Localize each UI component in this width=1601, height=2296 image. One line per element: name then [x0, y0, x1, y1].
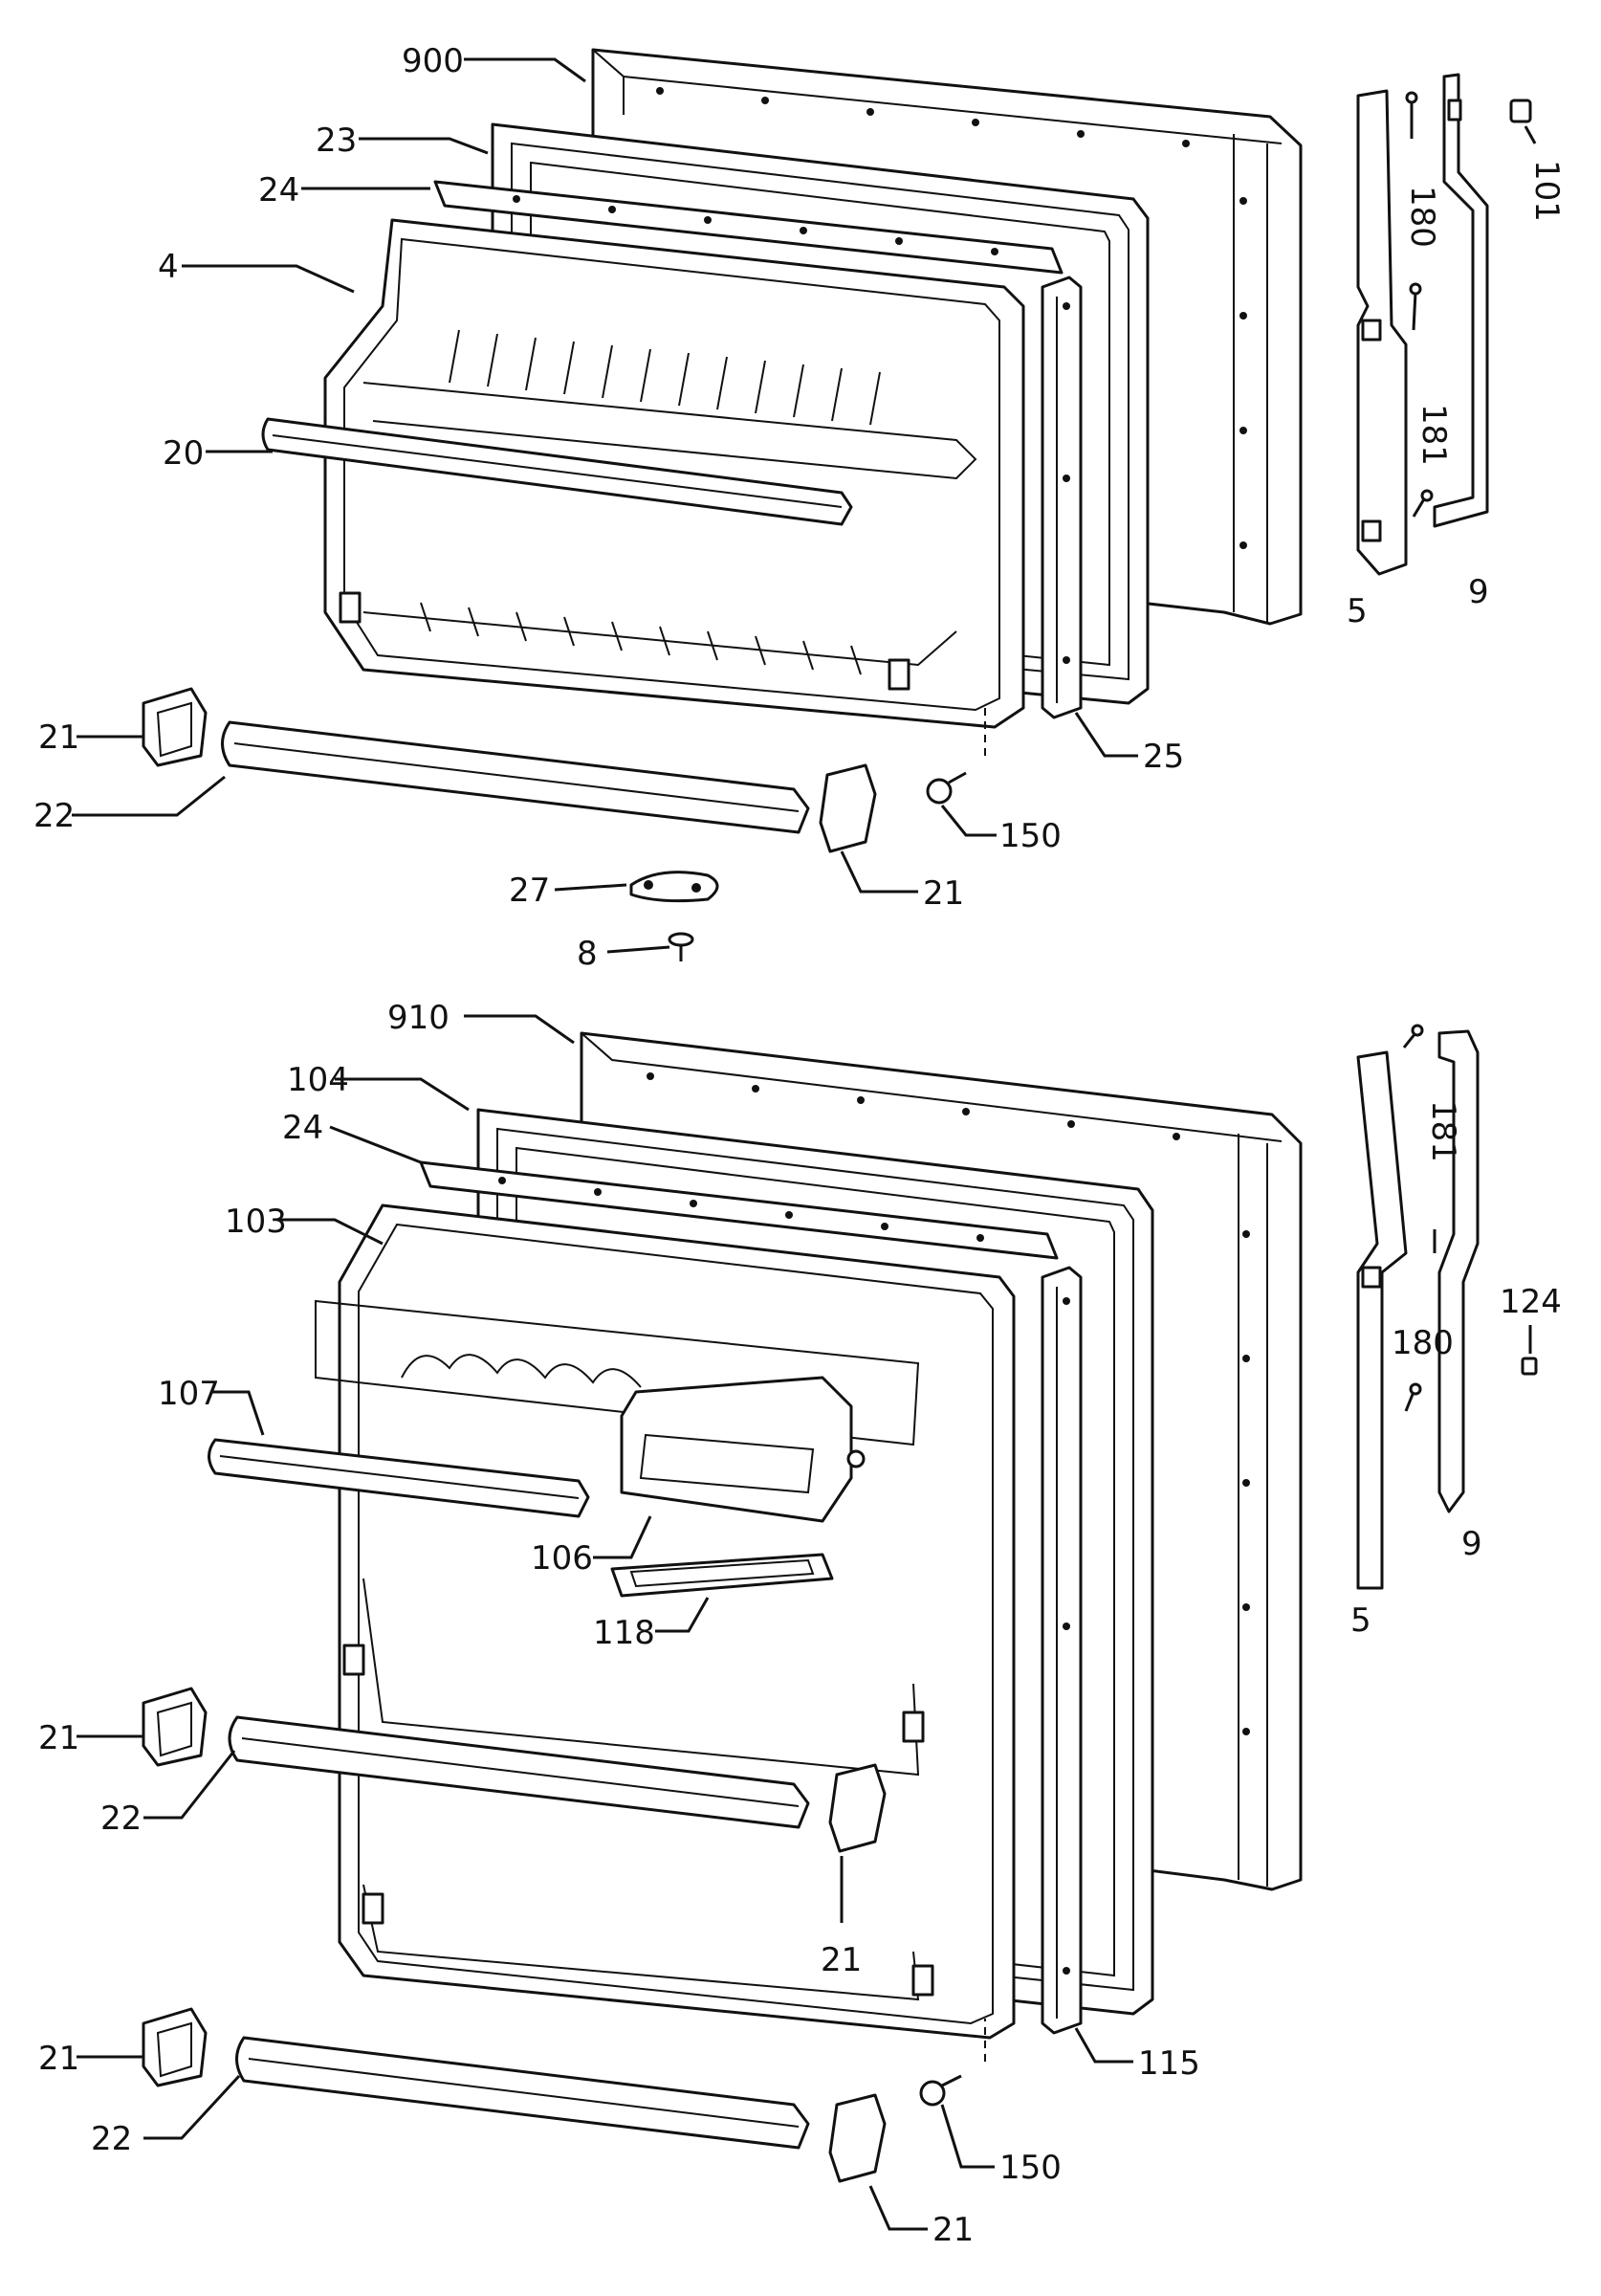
upper-part-labels: 900 23 24 4 20 21 22 21 27 8 150 25 180 …	[33, 42, 1566, 973]
label-21: 21	[38, 718, 79, 757]
tray-118	[610, 1553, 834, 1598]
label-118: 118	[593, 1614, 655, 1652]
bracket-9	[1433, 73, 1489, 528]
upper-leader-lines	[72, 57, 1537, 954]
shelf-end-cap-21-right	[819, 763, 877, 853]
label-24: 24	[258, 171, 299, 210]
label-5: 5	[1350, 1601, 1371, 1640]
label-25: 25	[1143, 738, 1184, 776]
label-103: 103	[225, 1203, 287, 1241]
shelf-end-cap-21-left	[142, 687, 208, 767]
label-106: 106	[531, 1539, 593, 1578]
screw-8	[668, 932, 694, 961]
door-edge-strip-115	[1041, 1266, 1083, 2035]
shelf-end-cap-21-lower-b	[828, 1763, 887, 1853]
label-21: 21	[932, 2211, 974, 2249]
shelf-end-cap-21-lower-a	[142, 1687, 208, 1767]
label-900: 900	[402, 42, 464, 80]
label-181: 181	[1415, 404, 1453, 466]
door-edge-strip-25	[1041, 276, 1083, 719]
label-22: 22	[100, 1799, 142, 1838]
clip-124	[1521, 1357, 1538, 1376]
label-22: 22	[91, 2120, 132, 2158]
screw-181	[1409, 282, 1434, 518]
label-20: 20	[163, 434, 204, 473]
label-150: 150	[999, 817, 1062, 855]
label-104: 104	[287, 1061, 349, 1099]
label-21: 21	[923, 874, 964, 913]
label-107: 107	[158, 1375, 220, 1413]
label-9: 9	[1461, 1525, 1482, 1563]
label-150: 150	[999, 2149, 1062, 2187]
shelf-end-cap-21-lower-c	[142, 2007, 208, 2087]
screw-181-lower	[1402, 1024, 1437, 1253]
label-910: 910	[387, 999, 450, 1037]
screw-150	[926, 708, 986, 805]
lower-leader-lines	[77, 1014, 1532, 2231]
screw-180-lower	[1404, 1382, 1422, 1412]
label-9: 9	[1468, 573, 1489, 611]
upper-door-assembly: 900 23 24 4 20 21 22 21 27 8 150 25 180 …	[33, 42, 1566, 973]
label-8: 8	[577, 935, 598, 973]
label-180: 180	[1392, 1324, 1454, 1362]
shelf-bar-107	[208, 1438, 590, 1518]
label-27: 27	[509, 872, 550, 910]
label-24: 24	[282, 1109, 323, 1147]
hinge-5-lower	[1356, 1050, 1408, 1590]
shelf-bar-22-middle	[228, 1715, 810, 1829]
shelf-end-cap-21-lower-d	[828, 2093, 887, 2183]
lower-door-assembly: 910 104 24 103 107 106 118 21 22 21 21 2…	[38, 999, 1562, 2249]
label-4: 4	[158, 248, 179, 286]
label-21: 21	[38, 1719, 79, 1757]
label-180: 180	[1403, 186, 1441, 248]
shelf-bar-22-bottom	[235, 2036, 810, 2150]
breaker-strip-24-lower	[419, 1160, 1059, 1260]
label-181: 181	[1424, 1100, 1462, 1162]
bracket-9-lower	[1437, 1029, 1480, 1513]
label-101: 101	[1527, 160, 1566, 222]
bracket-27	[629, 871, 719, 903]
label-21: 21	[38, 2040, 79, 2078]
lower-part-labels: 910 104 24 103 107 106 118 21 22 21 21 2…	[38, 999, 1562, 2249]
breaker-strip-24	[433, 180, 1064, 275]
shelf-bar-22	[221, 720, 810, 834]
shelf-bar-20	[261, 417, 853, 526]
label-22: 22	[33, 797, 75, 835]
hinge-5	[1356, 89, 1408, 576]
dairy-door-106	[620, 1376, 866, 1523]
label-124: 124	[1500, 1283, 1562, 1321]
clip-101	[1509, 99, 1532, 123]
screw-150-lower	[919, 2019, 986, 2107]
label-115: 115	[1138, 2044, 1200, 2083]
label-5: 5	[1347, 592, 1368, 630]
label-21: 21	[821, 1941, 862, 1979]
label-23: 23	[316, 121, 357, 160]
screw-180	[1405, 91, 1418, 139]
inner-door-liner-103	[315, 1203, 1016, 2040]
